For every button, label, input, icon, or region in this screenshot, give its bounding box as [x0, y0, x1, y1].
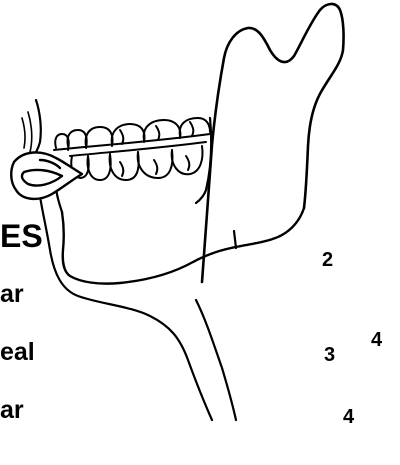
mandible-lower-border-2 — [62, 212, 193, 284]
label-fragment-es: ES — [0, 220, 43, 252]
number-2: 2 — [322, 250, 333, 270]
mandible-lower-border — [193, 208, 304, 262]
number-3: 3 — [324, 345, 335, 365]
lower-teeth — [70, 142, 206, 180]
face-hairline-1 — [28, 112, 32, 152]
face-hairline-2 — [22, 118, 25, 148]
label-fragment-ar-2: ar — [0, 398, 24, 423]
lingula-mark — [234, 231, 236, 248]
label-fragment-ar-1: ar — [0, 282, 24, 307]
ramus-outline — [202, 4, 344, 282]
label-fragment-eal: eal — [0, 340, 35, 365]
number-4-lower: 4 — [343, 407, 354, 427]
jaw-front-edge — [40, 196, 212, 420]
number-4-upper: 4 — [371, 330, 382, 350]
neck-line — [196, 300, 236, 420]
